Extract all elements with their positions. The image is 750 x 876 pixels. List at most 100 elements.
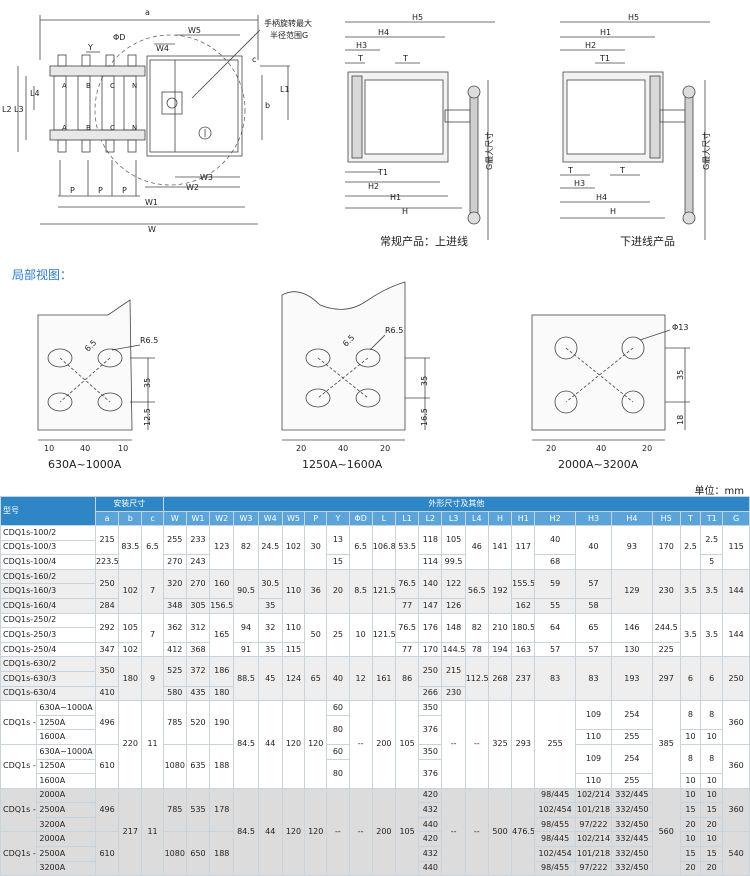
table-cell: 476.5 bbox=[511, 787, 536, 876]
table-cell: 440 bbox=[418, 860, 443, 876]
dim-w3: W3 bbox=[200, 173, 213, 182]
dim-h4-r: H4 bbox=[596, 193, 607, 202]
table-cell: 10 bbox=[679, 831, 702, 848]
pv3-v1: 35 bbox=[676, 370, 685, 380]
header-install: 安装尺寸 bbox=[94, 496, 164, 512]
model-cell: CDQ1s-100/4 bbox=[0, 554, 96, 570]
table-cell: 368 bbox=[185, 641, 211, 658]
table-cell: 97/222 bbox=[574, 860, 613, 876]
table-cell: 347 bbox=[94, 641, 120, 658]
partial-view-2000-3200 bbox=[531, 314, 690, 441]
side-view-bottom-incoming bbox=[560, 21, 710, 240]
table-cell: 180.5 bbox=[511, 612, 536, 643]
table-cell: 124 bbox=[281, 656, 306, 702]
table-cell: 65 bbox=[304, 656, 328, 702]
pv3-caption: 2000A~3200A bbox=[558, 458, 639, 471]
header-9: P bbox=[304, 511, 328, 526]
partial-view-1250-1600-labels: R6.5 6.5 35 16.5 20 40 20 1250A~1600A bbox=[296, 326, 429, 471]
dim-h5-r: H5 bbox=[628, 13, 639, 22]
table-cell: 255 bbox=[534, 700, 576, 789]
table-cell: 25 bbox=[326, 612, 350, 658]
table-cell: 200 bbox=[371, 787, 397, 876]
table-cell: 7 bbox=[141, 612, 164, 658]
table-cell: 254 bbox=[611, 700, 653, 731]
table-cell: 432 bbox=[418, 846, 443, 862]
table-cell: 8 bbox=[700, 743, 724, 775]
table-cell: 15 bbox=[679, 846, 702, 862]
table-cell: 223.5 bbox=[94, 554, 120, 570]
table-cell: 76.5 bbox=[394, 568, 420, 599]
dim-h-r: H bbox=[610, 207, 616, 216]
table-cell: 2.5 bbox=[700, 524, 724, 556]
header-12: L bbox=[371, 511, 397, 526]
table-cell: 102/214 bbox=[574, 787, 613, 804]
dim-h1-r: H1 bbox=[600, 28, 611, 37]
header-16: L4 bbox=[464, 511, 489, 526]
model-cell: CDQ1s -1600/3 bbox=[0, 700, 38, 745]
header-21: H4 bbox=[611, 511, 653, 526]
dim-w: W bbox=[148, 225, 156, 234]
table-cell: 6.5 bbox=[141, 525, 164, 570]
current-cell: 1250A bbox=[36, 758, 96, 775]
table-cell: 114 bbox=[418, 554, 443, 570]
pv3-h-left: 20 bbox=[546, 444, 556, 453]
table-cell: 535 bbox=[185, 787, 211, 833]
model-cell: CDQ1s-250/4 bbox=[0, 641, 96, 658]
table-row: CDQ1s -1600/3630A~1000A49622011785520190… bbox=[0, 700, 750, 789]
table-cell: 270 bbox=[185, 568, 211, 599]
table-cell: 9 bbox=[141, 656, 164, 702]
table-cell: 230 bbox=[441, 685, 466, 702]
model-cell: CDQ1s-160/3 bbox=[0, 583, 96, 599]
caption-top-incoming: 常规产品：上进线 bbox=[380, 234, 468, 248]
table-cell: 120 bbox=[281, 787, 306, 876]
table-cell: 376 bbox=[418, 714, 443, 745]
table-cell: 350 bbox=[418, 743, 443, 760]
table-cell: -- bbox=[348, 787, 373, 876]
dim-t1: T1 bbox=[377, 168, 388, 177]
table-cell: -- bbox=[441, 700, 466, 789]
header-23: T bbox=[679, 511, 702, 526]
table-cell: 82 bbox=[233, 525, 259, 570]
table-cell: 91 bbox=[233, 641, 259, 658]
model-cell: CDQ1s -1600/4 bbox=[0, 743, 38, 789]
table-cell: 129 bbox=[611, 568, 653, 614]
table-cell: 109 bbox=[574, 743, 613, 775]
table-cell: 20 bbox=[326, 568, 350, 614]
header-outline: 外形尺寸及其他 bbox=[162, 496, 750, 512]
table-cell: 110 bbox=[574, 773, 613, 789]
dim-h2-r: H2 bbox=[585, 41, 596, 50]
table-cell: 650 bbox=[185, 831, 211, 876]
dim-h1: H1 bbox=[390, 193, 401, 202]
dim-t-1: T bbox=[357, 54, 363, 63]
table-cell: 178 bbox=[209, 787, 235, 833]
table-cell: 77 bbox=[394, 641, 420, 658]
current-cell: 3200A bbox=[36, 816, 96, 833]
table-cell: 115 bbox=[722, 525, 750, 570]
partial-view-630-1000 bbox=[37, 299, 155, 441]
header-4: W1 bbox=[185, 511, 211, 526]
table-cell: 84.5 bbox=[233, 700, 259, 789]
table-cell: 60 bbox=[326, 700, 350, 716]
table-cell: -- bbox=[441, 787, 466, 876]
table-cell: 58 bbox=[574, 597, 613, 614]
table-cell: 440 bbox=[418, 816, 443, 833]
dim-w5: W5 bbox=[188, 26, 201, 35]
table-cell: 117 bbox=[511, 525, 536, 570]
table-cell: 112.5 bbox=[464, 656, 489, 702]
header-6: W3 bbox=[233, 511, 259, 526]
partial-view-1250-1600 bbox=[281, 281, 430, 441]
table-cell: 360 bbox=[722, 743, 750, 789]
side-view-bottom-incoming-labels: H5 H1 H2 T1 T T H3 H4 H 下进线产品 G最大尺寸 bbox=[567, 13, 711, 248]
table-cell: 332/450 bbox=[611, 802, 653, 818]
table-cell: 362 bbox=[162, 612, 187, 643]
table-cell: 83 bbox=[534, 656, 576, 702]
table-cell: 270 bbox=[162, 554, 187, 570]
table-cell: 109 bbox=[574, 700, 613, 731]
dim-c: c bbox=[252, 55, 256, 64]
table-cell: 98/455 bbox=[534, 860, 576, 876]
table-cell: 8.5 bbox=[348, 568, 373, 614]
table-cell: 385 bbox=[651, 700, 681, 789]
table-cell: 255 bbox=[611, 773, 653, 789]
